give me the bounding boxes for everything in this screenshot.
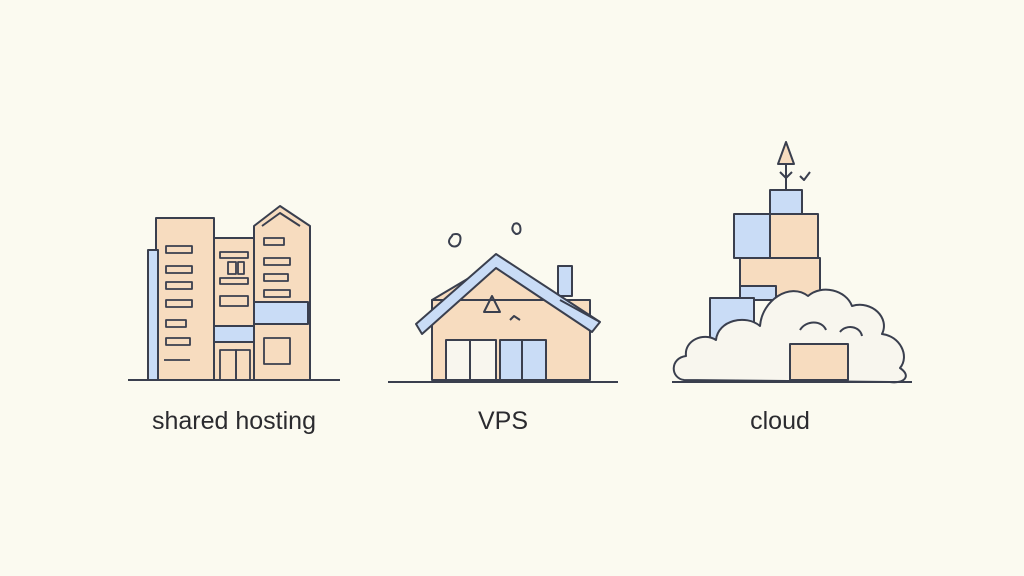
cloud-label: cloud: [750, 407, 810, 435]
vps-label: VPS: [477, 407, 529, 435]
shared-hosting-label: shared hosting: [151, 407, 317, 435]
apartment-building-icon: [128, 205, 340, 381]
house-icon: [388, 222, 618, 383]
cloud-server-stack-icon: [672, 141, 912, 384]
